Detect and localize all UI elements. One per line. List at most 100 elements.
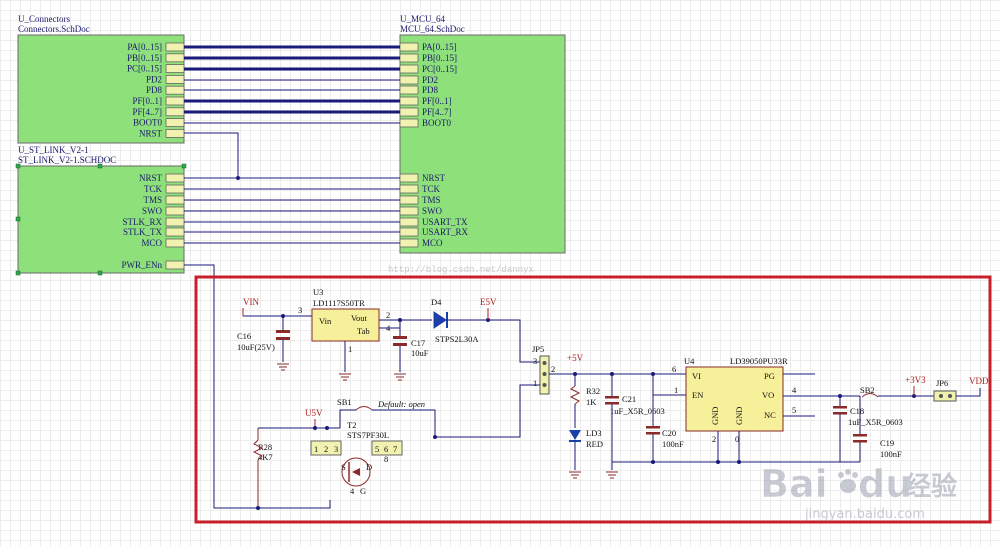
r32-resistor[interactable] xyxy=(569,385,581,405)
jp6-pin xyxy=(948,394,952,398)
sheet-entry-label: PD2 xyxy=(146,74,162,84)
t2-pin5: 5 xyxy=(375,444,379,454)
sheet-entry[interactable] xyxy=(165,227,185,237)
inter-sheet-wiring xyxy=(184,45,400,509)
sheet-entry[interactable] xyxy=(399,107,419,117)
sheet-entry[interactable] xyxy=(165,96,185,106)
stlink-sheet-designator: U_ST_LINK_V2-1 xyxy=(18,145,89,155)
sheet-entry[interactable] xyxy=(399,195,419,205)
sheet-entry[interactable] xyxy=(399,227,419,237)
jp6-jumper[interactable] xyxy=(933,390,957,402)
sheet-handle[interactable] xyxy=(181,163,187,169)
t2-source-label: S xyxy=(341,462,346,472)
sheet-entry[interactable] xyxy=(399,184,419,194)
sheet-entry-label: PC[0..15] xyxy=(422,64,457,74)
sheet-entry[interactable] xyxy=(165,217,185,227)
sheet-entry[interactable] xyxy=(165,64,185,73)
u3-tab-pin: Tab xyxy=(357,326,370,336)
junction-dot xyxy=(433,435,437,439)
paw-icon xyxy=(838,469,858,493)
sheet-handle[interactable] xyxy=(97,270,103,276)
u3-vin-pin: Vin xyxy=(319,316,332,326)
sheet-handle[interactable] xyxy=(15,270,21,276)
r32-designator: R32 xyxy=(586,386,600,396)
c19-plate xyxy=(853,434,867,437)
sheet-entry-label: NRST xyxy=(139,173,163,183)
sheet-entry[interactable] xyxy=(165,238,185,248)
sheet-entry[interactable] xyxy=(399,64,419,74)
sheet-entry-label: USART_RX xyxy=(422,227,468,237)
u5v-label: U5V xyxy=(305,408,323,418)
sheet-handle[interactable] xyxy=(15,163,21,169)
sheet-entry[interactable] xyxy=(399,85,419,95)
sheet-entry[interactable] xyxy=(399,53,419,63)
mcu-ports: PA[0..15]PB[0..15]PC[0..15]PD2PD8PF[0..1… xyxy=(399,42,468,248)
ground-icon xyxy=(393,373,407,381)
junction-dot xyxy=(256,506,260,510)
ground-icon xyxy=(568,471,582,479)
sb2-designator: SB2 xyxy=(860,385,875,395)
sheet-entry-label: PF[0..1] xyxy=(422,96,452,106)
p5v-label: +5V xyxy=(567,353,584,363)
connectors-ports: PA[0..15]PB[0..15]PC[0..15]PD2PD8PF[0..1… xyxy=(127,42,185,138)
sheet-entry[interactable] xyxy=(165,85,185,95)
power-section: VIN 3 C16 10uF(25V) U3 LD1117S50TR Vin V… xyxy=(237,287,989,510)
t2-designator: T2 xyxy=(347,420,356,430)
sheet-entry[interactable] xyxy=(399,217,419,227)
r28-value: 4K7 xyxy=(258,452,273,462)
sheet-entry[interactable] xyxy=(165,184,185,194)
sheet-entry[interactable] xyxy=(165,118,185,127)
sheet-entry[interactable] xyxy=(399,118,419,128)
sheet-handle[interactable] xyxy=(97,163,103,169)
ground-icon xyxy=(276,363,290,371)
connectors-sheet[interactable] xyxy=(17,34,185,144)
c18-plate xyxy=(833,412,847,415)
u4-gnd2-pin: GND xyxy=(734,407,744,425)
baidu-watermark: Bai du 经验 jingyan.baidu.com xyxy=(760,462,957,522)
sheet-entry[interactable] xyxy=(399,42,419,52)
t2-mosfet-icon[interactable] xyxy=(341,457,371,487)
sheet-entry[interactable] xyxy=(165,53,185,63)
sheet-entry[interactable] xyxy=(399,238,419,248)
u4-regulator[interactable] xyxy=(685,366,784,432)
sheet-entry-label: PWR_ENn xyxy=(122,260,163,270)
sheet-entry[interactable] xyxy=(165,128,185,138)
sheet-entry[interactable] xyxy=(399,96,419,106)
sb1-bridge[interactable] xyxy=(355,406,373,411)
sheet-entry[interactable] xyxy=(165,195,185,205)
connectors-sheet-designator: U_Connectors xyxy=(18,14,70,24)
sheet-entry-label: BOOT0 xyxy=(422,118,451,128)
sheet-entry[interactable] xyxy=(165,260,185,270)
t2-pin3: 3 xyxy=(334,444,338,454)
u4-pin5: 5 xyxy=(792,405,796,415)
sheet-entry[interactable] xyxy=(165,206,185,216)
sheet-entry-label: PA[0..15] xyxy=(422,42,457,52)
u3-regulator[interactable] xyxy=(311,308,380,342)
sheet-handle[interactable] xyxy=(15,216,21,222)
sheet-entry[interactable] xyxy=(399,206,419,216)
sheet-entry[interactable] xyxy=(165,42,185,52)
mcu-sheet-filename: MCU_64.SchDoc xyxy=(400,24,465,34)
sheet-entry[interactable] xyxy=(165,107,185,117)
watermark-logo2: du xyxy=(858,462,912,506)
sheet-entry[interactable] xyxy=(399,75,419,85)
r28-resistor[interactable] xyxy=(252,428,264,508)
mcu-sheet[interactable] xyxy=(399,34,566,254)
sb1-note: Default: open xyxy=(377,399,425,409)
sheet-entry[interactable] xyxy=(165,75,185,84)
t2-pin8: 8 xyxy=(384,454,388,464)
stlink-sheet[interactable] xyxy=(17,165,185,274)
ld3-led-icon[interactable] xyxy=(569,430,581,440)
d4-diode-icon[interactable] xyxy=(433,311,447,329)
wire-c20-gnd xyxy=(612,434,654,463)
sheet-entry-label: USART_TX xyxy=(422,217,468,227)
sb2-bridge[interactable] xyxy=(861,393,879,398)
c18-plate xyxy=(833,406,847,409)
c17-value: 10uF xyxy=(411,348,429,358)
c16-value: 10uF(25V) xyxy=(237,342,275,352)
sheet-entry[interactable] xyxy=(165,173,185,183)
sheet-entry-label: TCK xyxy=(422,184,441,194)
sheet-entry[interactable] xyxy=(399,173,419,183)
wire-pwr-enn xyxy=(184,264,331,509)
u4-nc-pin: NC xyxy=(764,410,776,420)
